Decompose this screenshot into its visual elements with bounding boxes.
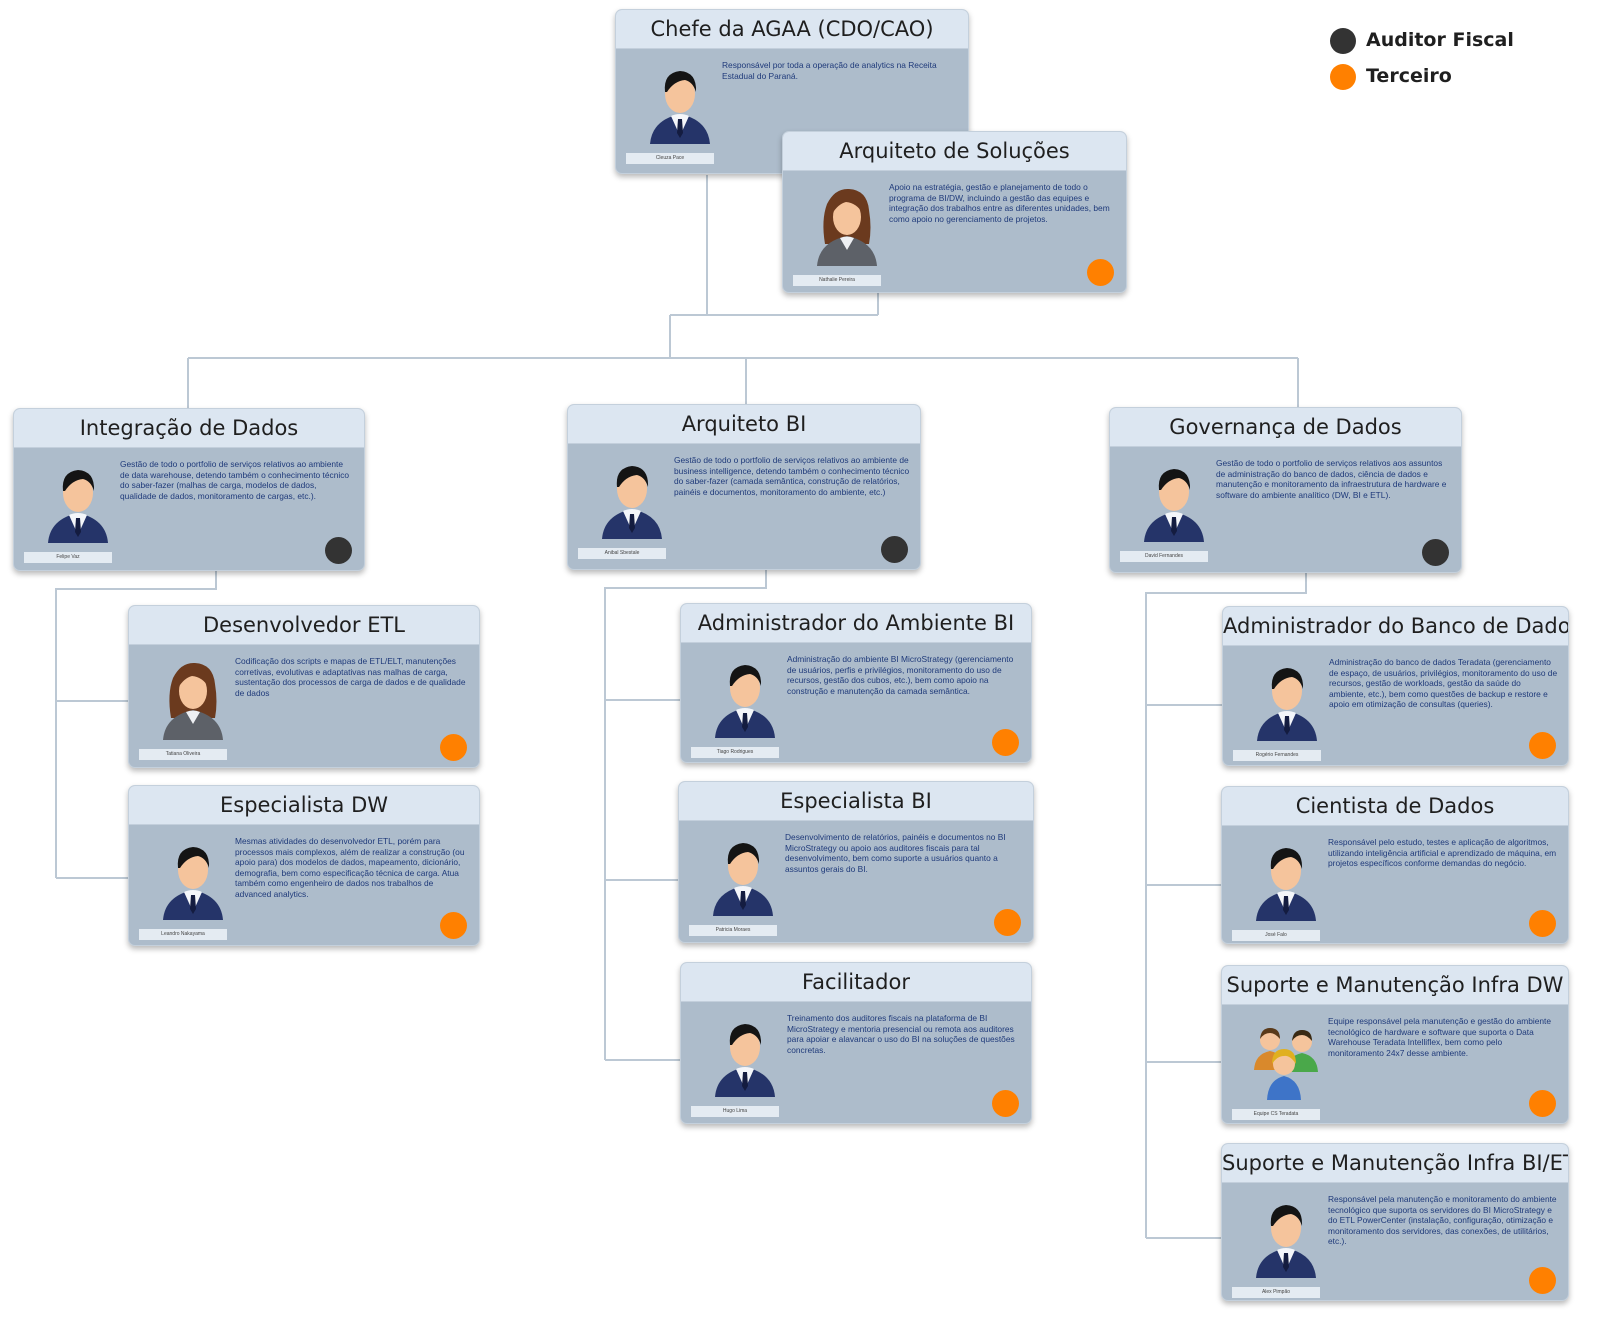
man-icon [1140, 460, 1208, 542]
role-description: Administração do banco de dados Teradata… [1329, 657, 1558, 710]
person-name: Hugo Lima [691, 1106, 779, 1117]
person-name: Tatiana Oliveira [139, 749, 227, 760]
person-name: Alex Pimpão [1232, 1287, 1320, 1298]
terceiro-dot-icon [1529, 910, 1556, 937]
person-name: Nathalie Pereira [793, 275, 881, 286]
role-title: Administrador do Ambiente BI [681, 604, 1031, 643]
person-name: Patricia Moraes [689, 925, 777, 936]
role-title: Arquiteto BI [568, 405, 920, 444]
role-card-especialista-bi[interactable]: Especialista BI Patricia Moraes Desenvol… [678, 781, 1034, 943]
role-description: Responsável por toda a operação de analy… [722, 60, 937, 81]
legend-label: Terceiro [1366, 65, 1452, 87]
person-name: Leandro Nakayama [139, 929, 227, 940]
role-card-desenvolvedor-etl[interactable]: Desenvolvedor ETL Tatiana Oliveira Codif… [128, 605, 480, 768]
role-title: Especialista DW [129, 786, 479, 825]
role-description: Equipe responsável pela manutenção e ges… [1328, 1016, 1552, 1058]
role-description: Desenvolvimento de relatórios, painéis e… [785, 832, 1006, 874]
man-icon [1253, 659, 1321, 741]
role-title: Administrador do Banco de Dados [1223, 607, 1568, 646]
man-icon [44, 461, 112, 543]
role-card-especialista-dw[interactable]: Especialista DW Leandro Nakayama Mesmas … [128, 785, 480, 946]
role-title: Suporte e Manutenção Infra BI/ETL [1222, 1144, 1568, 1183]
person-name: David Fernandes [1120, 551, 1208, 562]
terceiro-dot-icon [1330, 64, 1356, 90]
role-card-suporte-infra-dw[interactable]: Suporte e Manutenção Infra DW Equipe CS … [1221, 965, 1569, 1124]
group-icon [1252, 1018, 1320, 1100]
role-description: Mesmas atividades do desenvolvedor ETL, … [235, 836, 465, 899]
role-title: Integração de Dados [14, 409, 364, 448]
role-card-arquiteto-solucoes[interactable]: Arquiteto de Soluções Nathalie Pereira A… [782, 131, 1127, 293]
man-icon [709, 834, 777, 916]
man-icon [646, 62, 714, 144]
role-title: Chefe da AGAA (CDO/CAO) [616, 10, 968, 49]
terceiro-dot-icon [992, 1090, 1019, 1117]
role-description: Gestão de todo o portfolio de serviços r… [1216, 458, 1447, 500]
person-name: Cleuza Pace [626, 153, 714, 164]
man-icon [1252, 839, 1320, 921]
role-title: Cientista de Dados [1222, 787, 1568, 826]
terceiro-dot-icon [440, 734, 467, 761]
role-card-arquiteto-bi[interactable]: Arquiteto BI Anibal Sbestale Gestão de t… [567, 404, 921, 570]
person-name: Felipe Vaz [24, 552, 112, 563]
role-card-suporte-infra-bi-etl[interactable]: Suporte e Manutenção Infra BI/ETL Alex P… [1221, 1143, 1569, 1301]
man-icon [598, 457, 666, 539]
role-card-governanca-dados[interactable]: Governança de Dados David Fernandes Gest… [1109, 407, 1462, 573]
role-title: Especialista BI [679, 782, 1033, 821]
role-description: Administração do ambiente BI MicroStrate… [787, 654, 1014, 696]
role-description: Responsável pela manutenção e monitorame… [1328, 1194, 1557, 1247]
terceiro-dot-icon [440, 912, 467, 939]
legend-label: Auditor Fiscal [1366, 29, 1514, 51]
role-card-cientista-dados[interactable]: Cientista de Dados José Falo Responsável… [1221, 786, 1569, 944]
role-card-administrador-ambiente-bi[interactable]: Administrador do Ambiente BI Tiago Rodri… [680, 603, 1032, 763]
terceiro-dot-icon [994, 909, 1021, 936]
person-name: Equipe CS Teradata [1232, 1109, 1320, 1120]
role-title: Arquiteto de Soluções [783, 132, 1126, 171]
auditor-dot-icon [1330, 28, 1356, 54]
person-name: Tiago Rodrigues [691, 747, 779, 758]
role-title: Desenvolvedor ETL [129, 606, 479, 645]
terceiro-dot-icon [1529, 1090, 1556, 1117]
role-description: Gestão de todo o portfolio de serviços r… [120, 459, 350, 501]
auditor-dot-icon [1422, 539, 1449, 566]
role-title: Governança de Dados [1110, 408, 1461, 447]
role-title: Suporte e Manutenção Infra DW [1222, 966, 1568, 1005]
person-name: Anibal Sbestale [578, 548, 666, 559]
role-card-administrador-banco-dados[interactable]: Administrador do Banco de Dados Rogério … [1222, 606, 1569, 766]
role-description: Gestão de todo o portfolio de serviços r… [674, 455, 910, 497]
role-description: Responsável pelo estudo, testes e aplica… [1328, 837, 1557, 869]
role-card-facilitador[interactable]: Facilitador Hugo Lima Treinamento dos au… [680, 962, 1032, 1124]
role-description: Treinamento dos auditores fiscais na pla… [787, 1013, 1015, 1055]
man-icon [1252, 1196, 1320, 1278]
man-icon [711, 1015, 779, 1097]
person-name: José Falo [1232, 930, 1320, 941]
auditor-dot-icon [325, 537, 352, 564]
role-description: Codificação dos scripts e mapas de ETL/E… [235, 656, 466, 698]
man-icon [159, 838, 227, 920]
terceiro-dot-icon [992, 729, 1019, 756]
woman-icon [159, 658, 227, 740]
role-card-integracao-dados[interactable]: Integração de Dados Felipe Vaz Gestão de… [13, 408, 365, 571]
auditor-dot-icon [881, 536, 908, 563]
man-icon [711, 656, 779, 738]
role-title: Facilitador [681, 963, 1031, 1002]
person-name: Rogério Fernandes [1233, 750, 1321, 761]
woman-icon [813, 184, 881, 266]
terceiro-dot-icon [1529, 1267, 1556, 1294]
role-description: Apoio na estratégia, gestão e planejamen… [889, 182, 1110, 224]
terceiro-dot-icon [1087, 259, 1114, 286]
terceiro-dot-icon [1529, 732, 1556, 759]
